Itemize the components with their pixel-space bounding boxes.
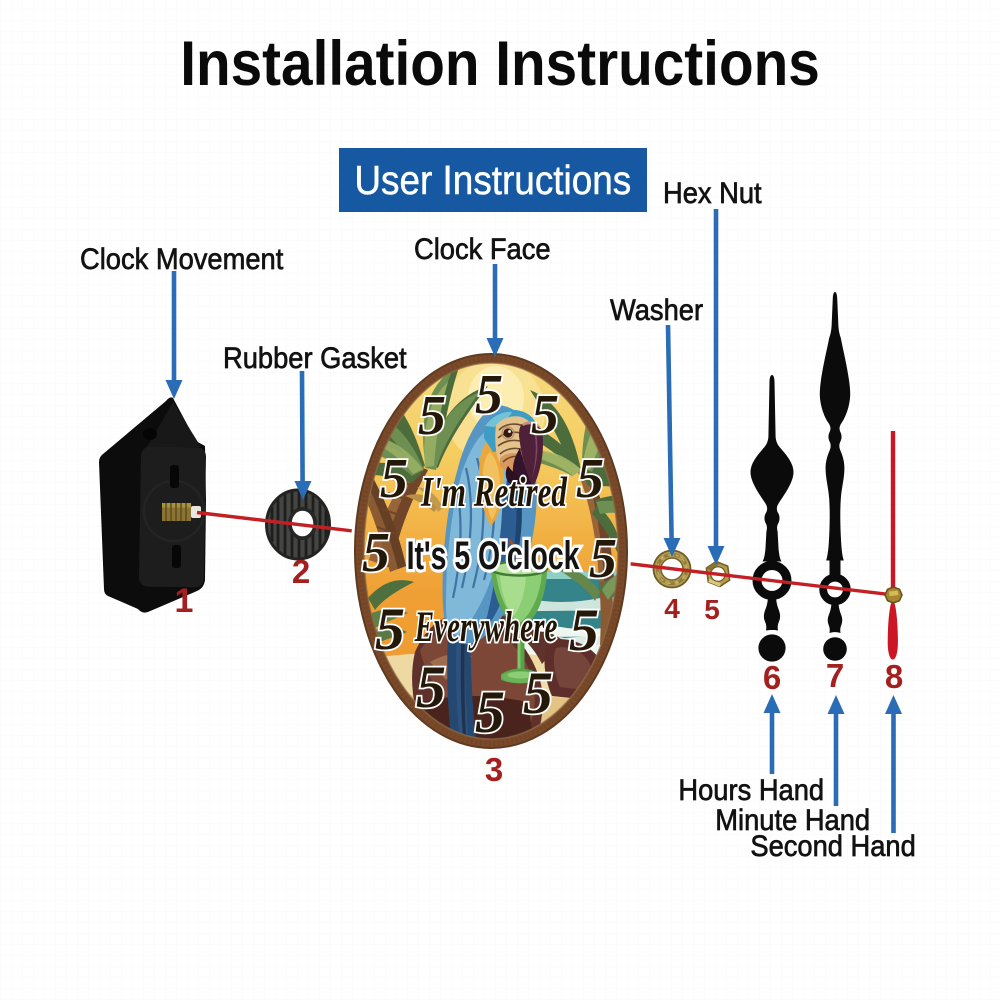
svg-text:5: 5 [416, 654, 446, 720]
svg-text:5: 5 [589, 528, 617, 590]
svg-text:4: 4 [664, 593, 680, 624]
svg-text:6: 6 [763, 659, 781, 696]
svg-text:5: 5 [362, 522, 390, 584]
svg-text:5: 5 [704, 594, 720, 625]
svg-text:7: 7 [826, 657, 844, 694]
svg-text:5: 5 [531, 384, 559, 446]
svg-text:5: 5 [475, 364, 503, 426]
svg-text:I'm Retired: I'm Retired [420, 468, 567, 515]
svg-text:Everywhere: Everywhere [414, 602, 558, 650]
svg-text:8: 8 [885, 658, 903, 695]
svg-text:2: 2 [292, 553, 310, 590]
svg-text:5: 5 [418, 385, 446, 447]
svg-text:5: 5 [375, 596, 405, 662]
svg-text:5: 5 [569, 597, 599, 663]
svg-text:3: 3 [485, 751, 503, 788]
svg-text:5: 5 [523, 660, 553, 726]
svg-text:5: 5 [475, 679, 505, 745]
svg-text:5: 5 [380, 448, 408, 510]
svg-text:1: 1 [175, 582, 194, 620]
svg-text:It's 5 O'clock: It's 5 O'clock [407, 534, 580, 578]
svg-text:5: 5 [576, 448, 604, 510]
